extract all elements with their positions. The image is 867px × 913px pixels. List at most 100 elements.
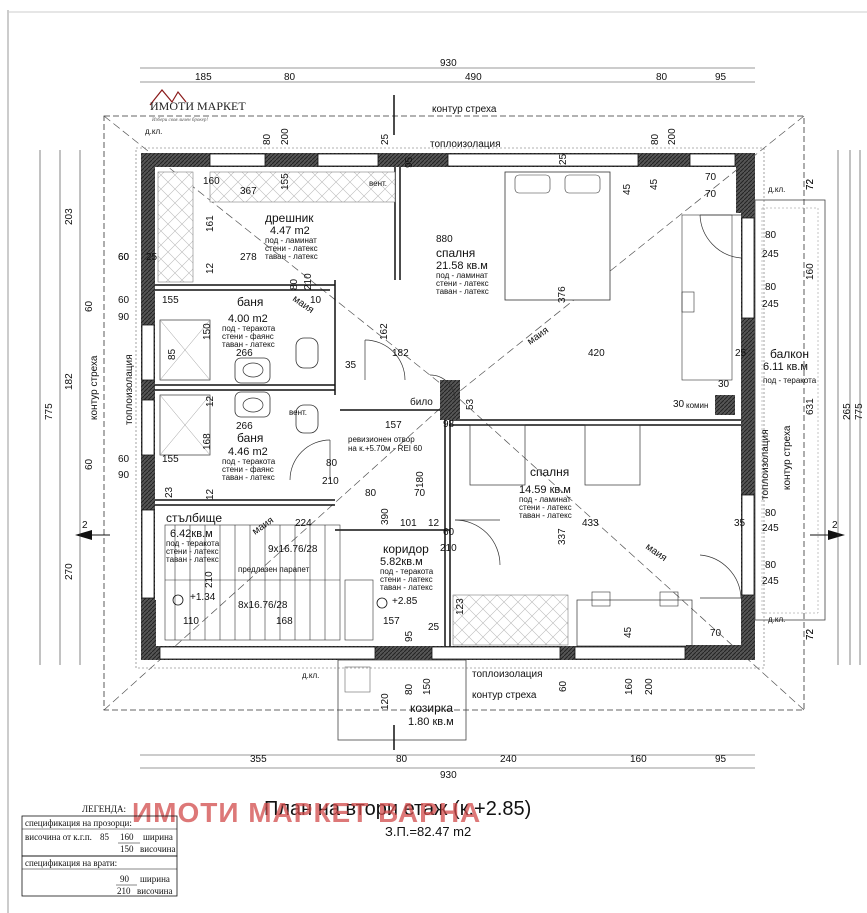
dim-top-overall: 930 xyxy=(440,58,457,69)
stair-label: 8х16.76/28 xyxy=(238,600,288,611)
chimney xyxy=(715,395,735,415)
dim-left-mid: 182 xyxy=(64,373,75,390)
svg-text:спецификация на прозорци:: спецификация на прозорци: xyxy=(25,818,132,828)
plan-area: З.П.=82.47 m2 xyxy=(385,824,471,839)
dim-bottom-seg: 95 xyxy=(715,754,727,765)
eave-contour xyxy=(103,115,805,711)
room-closet: дрешник 4.47 m2 под - ламинат стени - ла… xyxy=(265,211,318,261)
svg-text:72: 72 xyxy=(805,628,816,640)
svg-text:височина от к.г.п.: височина от к.г.п. xyxy=(25,832,92,842)
svg-text:21.58 кв.м: 21.58 кв.м xyxy=(436,260,488,272)
svg-text:80: 80 xyxy=(765,560,777,571)
door-swings xyxy=(289,214,742,599)
dim-right-inner: 631 xyxy=(805,398,816,415)
svg-text:157: 157 xyxy=(385,420,402,431)
svg-text:70: 70 xyxy=(710,628,722,639)
svg-text:под - теракота: под - теракота xyxy=(222,457,276,466)
svg-text:козирка: козирка xyxy=(410,701,453,715)
svg-text:таван - латекс: таван - латекс xyxy=(166,555,219,564)
ridge-label: било xyxy=(410,396,433,408)
downpipe-label: д.кл. xyxy=(768,615,785,624)
svg-text:150: 150 xyxy=(120,844,134,854)
column-sw xyxy=(142,600,156,660)
svg-text:245: 245 xyxy=(762,523,779,534)
svg-text:80: 80 xyxy=(365,488,377,499)
svg-text:коридор: коридор xyxy=(383,542,429,556)
roof-hip-label: маия xyxy=(525,325,551,347)
svg-text:210: 210 xyxy=(204,571,215,588)
dim-left-inner: 60 xyxy=(84,300,95,312)
svg-text:ширина: ширина xyxy=(143,832,173,842)
insulation-label: топлоизолация xyxy=(472,669,542,680)
svg-text:266: 266 xyxy=(236,421,253,432)
svg-text:1.80 кв.м: 1.80 кв.м xyxy=(408,716,454,728)
dim-left-inner: 60 xyxy=(84,458,95,470)
dim-left-mid: 203 xyxy=(64,208,75,225)
svg-text:390: 390 xyxy=(380,508,391,525)
chimney-label: комин xyxy=(686,401,708,410)
svg-text:168: 168 xyxy=(202,433,213,450)
svg-text:160: 160 xyxy=(120,832,134,842)
dim-top-seg: 80 xyxy=(284,72,296,83)
svg-text:баня: баня xyxy=(237,431,263,445)
room-bedroom-master: спалня 21.58 кв.м под - ламинат стени - … xyxy=(436,246,489,296)
svg-text:таван - латекс: таван - латекс xyxy=(222,473,275,482)
svg-text:дрешник: дрешник xyxy=(265,211,314,225)
svg-text:12: 12 xyxy=(428,518,440,529)
svg-text:337: 337 xyxy=(557,528,568,545)
svg-text:ИМОТИ МАРКЕТ: ИМОТИ МАРКЕТ xyxy=(150,99,246,113)
svg-text:420: 420 xyxy=(588,348,605,359)
svg-text:180: 180 xyxy=(415,471,426,488)
svg-text:245: 245 xyxy=(762,249,779,260)
svg-text:200: 200 xyxy=(667,128,678,145)
svg-text:245: 245 xyxy=(762,576,779,587)
svg-text:23: 23 xyxy=(164,486,175,498)
svg-text:4.47 m2: 4.47 m2 xyxy=(270,225,310,237)
section-marker-right: 2 xyxy=(810,520,845,540)
level-mark: +2.85 xyxy=(392,596,418,607)
wardrobe xyxy=(681,214,733,381)
svg-text:стени - фаянс: стени - фаянс xyxy=(222,465,274,474)
svg-text:25: 25 xyxy=(380,133,391,145)
svg-text:35: 35 xyxy=(345,360,357,371)
svg-text:161: 161 xyxy=(205,215,216,232)
svg-text:баня: баня xyxy=(237,295,263,309)
revision-label: ревизионен отвор xyxy=(348,435,415,444)
svg-text:под - теракота: под - теракота xyxy=(166,539,220,548)
svg-text:45: 45 xyxy=(649,178,660,190)
svg-text:80: 80 xyxy=(326,458,338,469)
column-ne xyxy=(736,153,754,213)
eave-label: контур стреха xyxy=(782,425,793,490)
svg-text:височина: височина xyxy=(140,844,175,854)
svg-text:90: 90 xyxy=(118,312,130,323)
svg-text:спецификация на врати:: спецификация на врати: xyxy=(25,858,117,868)
svg-text:160: 160 xyxy=(203,176,220,187)
svg-text:155: 155 xyxy=(280,173,291,190)
toilet-2 xyxy=(295,404,319,434)
svg-text:под - ламинат: под - ламинат xyxy=(436,271,488,280)
svg-text:80: 80 xyxy=(404,683,415,695)
svg-text:таван - латекс: таван - латекс xyxy=(519,511,572,520)
svg-text:2: 2 xyxy=(832,520,838,531)
svg-text:123: 123 xyxy=(455,598,466,615)
svg-text:80: 80 xyxy=(765,508,777,519)
shower-1 xyxy=(159,319,211,381)
plan-title: План на втори етаж (к.+2.85) xyxy=(264,798,531,820)
svg-text:60: 60 xyxy=(443,527,455,538)
svg-text:182: 182 xyxy=(392,348,409,359)
dim-bottom-seg: 80 xyxy=(396,754,408,765)
dim-right-inner: 72 xyxy=(805,178,816,190)
section-marker-left: 2 xyxy=(75,520,110,540)
column-mid xyxy=(440,380,460,420)
insulation-outline xyxy=(135,147,765,669)
svg-text:110: 110 xyxy=(183,616,199,627)
svg-text:25: 25 xyxy=(428,622,440,633)
svg-text:245: 245 xyxy=(762,299,779,310)
inner-dimensions: 160 367 155 161 880 278 210 80 10 60 25 … xyxy=(118,128,816,710)
svg-text:ЛЕГЕНДА:: ЛЕГЕНДА: xyxy=(82,804,126,814)
svg-text:155: 155 xyxy=(162,454,179,465)
dim-bottom-seg: 160 xyxy=(630,754,647,765)
svg-text:12: 12 xyxy=(205,488,216,500)
stair-label: 9х16.76/28 xyxy=(268,544,318,555)
dim-bottom-overall: 930 xyxy=(440,770,457,781)
